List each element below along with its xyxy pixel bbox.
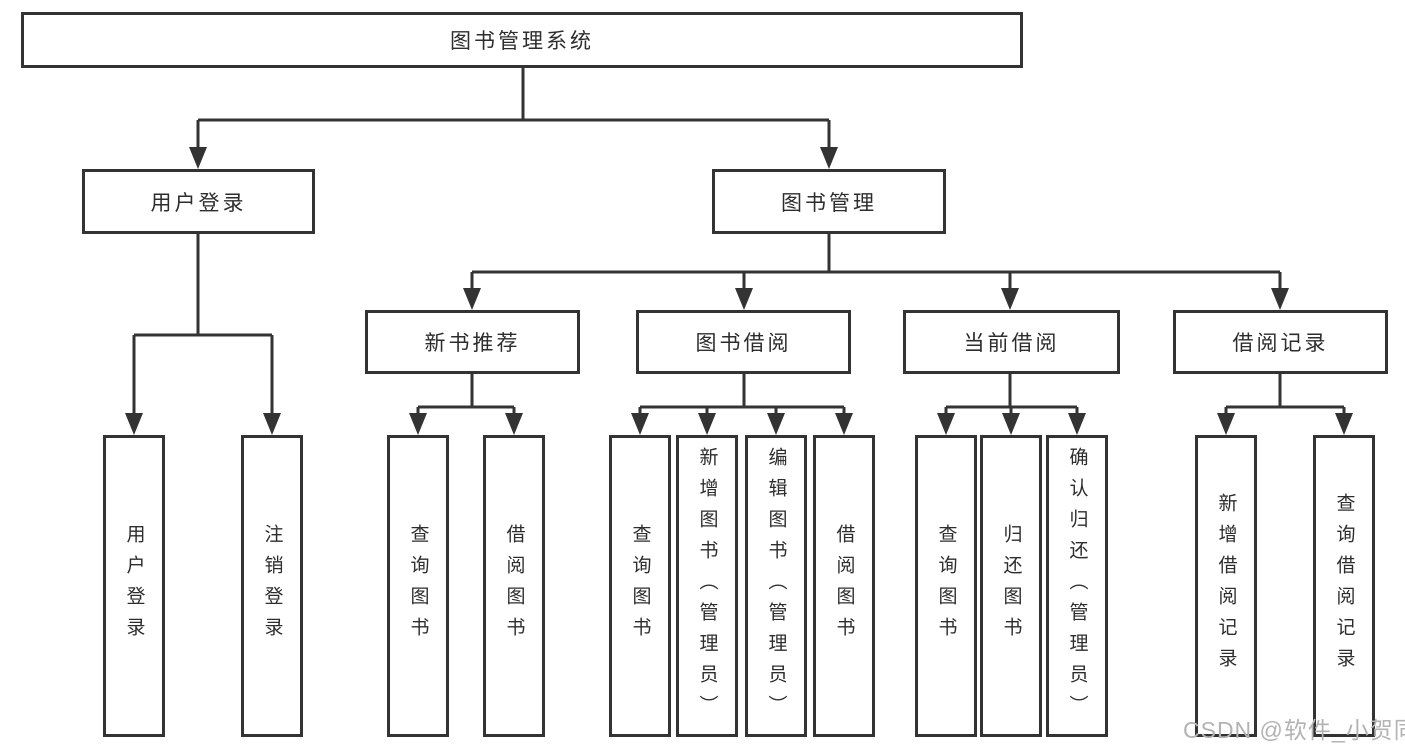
- leaf-query-books-borrow: 查询图书: [609, 435, 671, 737]
- node-book-borrow: 图书借阅: [636, 310, 851, 374]
- leaf-return-books: 归还图书: [980, 435, 1042, 737]
- csdn-watermark: CSDN @软件_小贺同学: [1183, 717, 1405, 743]
- leaf-query-books-recommend: 查询图书: [387, 435, 449, 737]
- node-user-login: 用户登录: [82, 169, 315, 234]
- leaf-logout: 注销登录: [241, 435, 303, 737]
- node-borrow-records: 借阅记录: [1173, 310, 1388, 374]
- node-new-book-recommend: 新书推荐: [365, 310, 580, 374]
- leaf-query-books-current: 查询图书: [915, 435, 977, 737]
- leaf-edit-book-admin: 编辑图书（管理员）: [745, 435, 807, 737]
- leaf-borrow-books-recommend: 借阅图书: [483, 435, 545, 737]
- leaf-user-login: 用户登录: [103, 435, 165, 737]
- leaf-borrow-books: 借阅图书: [813, 435, 875, 737]
- node-current-borrow: 当前借阅: [903, 310, 1120, 374]
- leaf-add-borrow-record: 新增借阅记录: [1195, 435, 1257, 737]
- leaf-query-borrow-record: 查询借阅记录: [1313, 435, 1375, 737]
- node-book-management: 图书管理: [712, 169, 946, 234]
- leaf-confirm-return-admin: 确认归还（管理员）: [1046, 435, 1108, 737]
- leaf-add-book-admin: 新增图书（管理员）: [676, 435, 738, 737]
- node-root: 图书管理系统: [21, 12, 1023, 68]
